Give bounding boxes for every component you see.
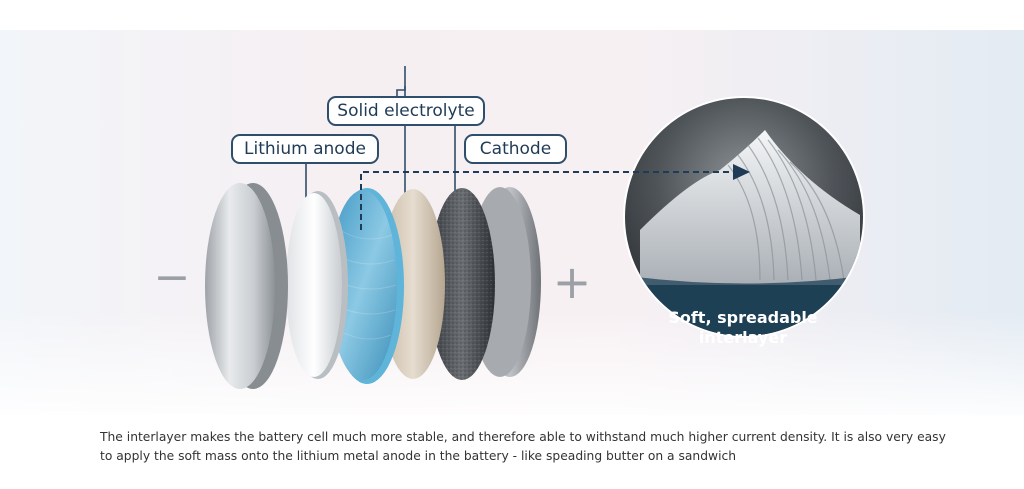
cathode-label: Cathode <box>464 134 567 164</box>
front-current-collector-disc <box>205 183 275 389</box>
arrow-head <box>733 164 750 180</box>
caption-line-1: The interlayer makes the battery cell mu… <box>100 430 946 444</box>
lithium-anode-label: Lithium anode <box>231 134 379 164</box>
battery-illustration: − + <box>0 30 1024 415</box>
solid-electrolyte-label: Solid electrolyte <box>327 96 485 126</box>
interlayer-caption-line-1: Soft, spreadable <box>668 308 818 327</box>
positive-terminal-sign: + <box>553 255 592 309</box>
interlayer-surface <box>640 130 860 290</box>
cell-stack <box>205 183 541 389</box>
zoom-arrow <box>360 164 750 230</box>
battery-diagram: − + <box>0 30 1024 415</box>
interlayer-disc <box>329 190 397 380</box>
figure-caption: The interlayer makes the battery cell mu… <box>100 428 946 466</box>
caption-line-2: to apply the soft mass onto the lithium … <box>100 449 737 463</box>
negative-terminal-sign: − <box>154 252 191 303</box>
interlayer-caption: Soft, spreadable interlayer <box>648 308 838 348</box>
lithium-anode-disc <box>286 193 342 377</box>
interlayer-caption-line-2: interlayer <box>698 328 788 347</box>
zoom-circle <box>623 96 865 338</box>
surface-ridges <box>727 137 845 281</box>
cathode-texture <box>429 188 495 380</box>
